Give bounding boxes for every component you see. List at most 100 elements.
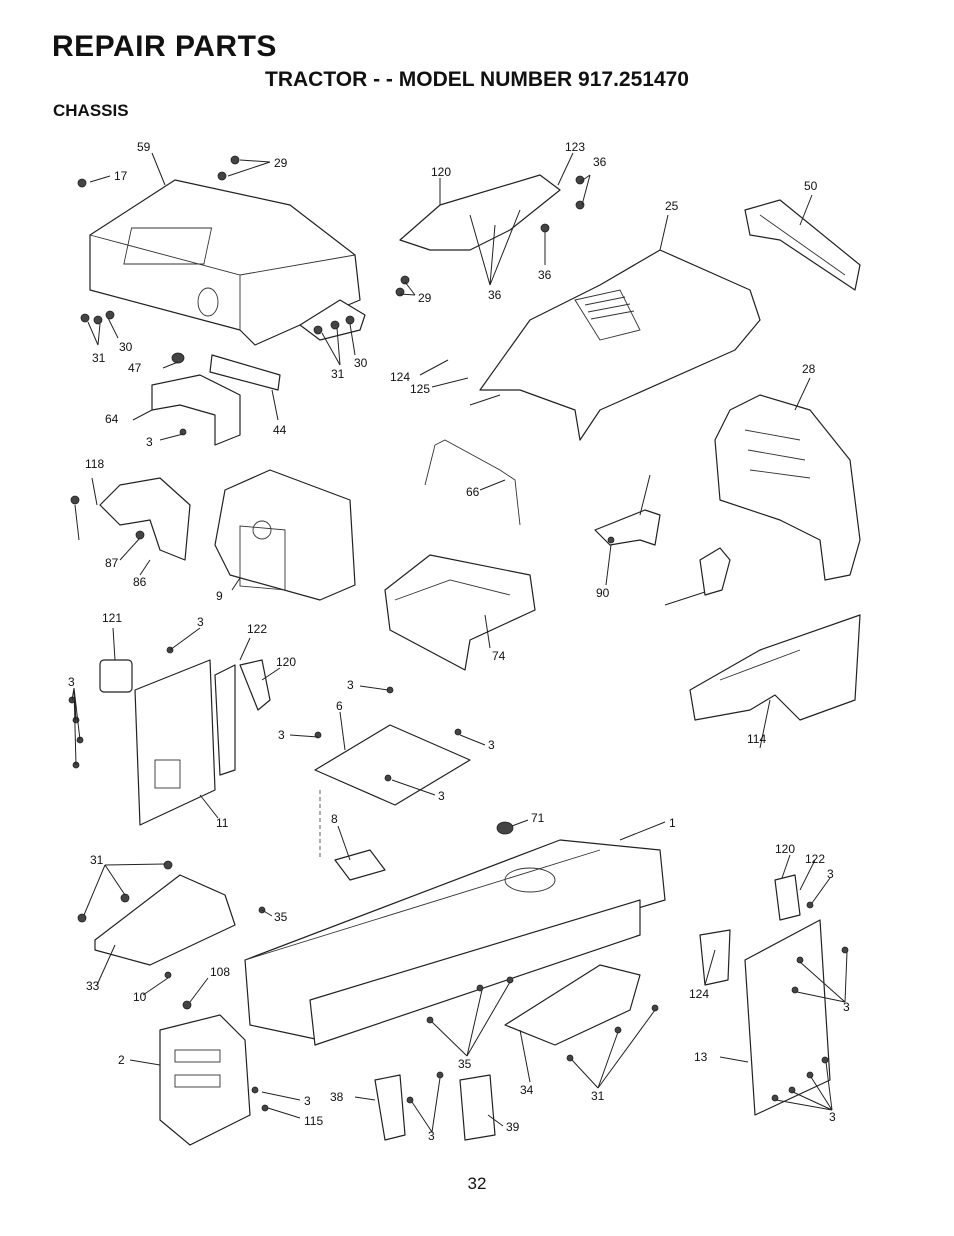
callout-26d: 31 <box>591 1089 605 1103</box>
callout-73: 90 <box>596 586 610 600</box>
callout-3i: 3 <box>843 1000 850 1014</box>
callout-44: 44 <box>273 423 287 437</box>
leader-lines <box>71 152 848 1133</box>
callout-6: 6 <box>336 699 343 713</box>
part-114-bracket-right <box>774 874 801 921</box>
callout-9: 9 <box>216 589 223 603</box>
part-29-bumper <box>744 199 861 291</box>
callout-25a: 30 <box>119 340 133 354</box>
part-2-front-plate <box>159 1014 251 1146</box>
callout-120: 124 <box>390 370 410 384</box>
part-33-footrest <box>94 874 236 966</box>
part-66-heat-shield <box>99 477 191 561</box>
callout-3k: 3 <box>428 1129 435 1143</box>
callout-39: 39 <box>506 1120 520 1134</box>
callout-26c: 31 <box>90 853 104 867</box>
callout-36c: 36 <box>488 288 502 302</box>
part-11-side-plate <box>134 659 236 826</box>
callout-1: 1 <box>669 816 676 830</box>
callout-13: 13 <box>694 1050 708 1064</box>
callout-115: 121 <box>102 611 122 625</box>
callout-labels: 59 17 29 31 30 31 30 29 120 123 36 36 36… <box>68 140 850 1143</box>
hardware-bolts <box>68 155 849 1112</box>
callout-86: 114 <box>747 732 766 746</box>
callout-50: 66 <box>466 485 480 499</box>
callout-66: 86 <box>133 575 147 589</box>
callout-35b: 35 <box>458 1057 472 1071</box>
part-8-bracket <box>334 849 386 881</box>
model-subtitle: TRACTOR - - MODEL NUMBER 917.251470 <box>265 68 689 91</box>
part-9-fuel-tank <box>214 469 356 601</box>
callout-117a: 122 <box>247 622 267 636</box>
part-86-fender <box>689 614 861 721</box>
callout-17: 25 <box>665 199 679 213</box>
part-6-plate <box>314 724 471 860</box>
part-31-bracket <box>151 352 281 446</box>
callout-117b: 122 <box>805 852 825 866</box>
part-87-grille <box>399 174 561 251</box>
part-28-side-panel <box>714 394 861 581</box>
part-64-mounting-plate <box>384 554 536 671</box>
callout-3d: 3 <box>347 678 354 692</box>
callout-25b: 30 <box>354 356 368 370</box>
callout-26b: 31 <box>331 367 345 381</box>
callout-87: 120 <box>431 165 451 179</box>
part-115-pad <box>99 659 133 693</box>
callout-36a: 36 <box>593 155 607 169</box>
part-114-bracket <box>239 659 271 711</box>
part-39-bracket <box>459 1074 496 1141</box>
callout-74: 108 <box>210 965 230 979</box>
callout-28: 28 <box>802 362 816 376</box>
callout-24b: 29 <box>418 291 432 305</box>
callout-3e: 3 <box>278 728 285 742</box>
part-17-hood <box>479 249 761 441</box>
callout-119: 123 <box>565 140 585 154</box>
callout-3h: 3 <box>827 867 834 881</box>
part-124-clip <box>699 547 731 596</box>
callout-35a: 35 <box>274 910 288 924</box>
callout-26a: 31 <box>92 351 106 365</box>
callout-3g: 3 <box>438 789 445 803</box>
part-38-bracket <box>374 1074 406 1141</box>
section-heading: CHASSIS <box>53 101 129 120</box>
callout-3a: 3 <box>146 435 153 449</box>
page-title: REPAIR PARTS <box>52 30 277 63</box>
callout-10: 10 <box>133 990 147 1004</box>
part-1-frame <box>244 839 666 1046</box>
callout-3l: 3 <box>829 1110 836 1124</box>
callout-3c: 3 <box>68 675 75 689</box>
callout-90: 118 <box>85 457 104 471</box>
callout-36b: 36 <box>538 268 552 282</box>
callout-8: 8 <box>331 812 338 826</box>
callout-114a: 120 <box>276 655 296 669</box>
callout-59: 71 <box>531 811 545 825</box>
callout-38: 38 <box>330 1090 344 1104</box>
callout-2: 2 <box>118 1053 125 1067</box>
callout-114b: 120 <box>775 842 795 856</box>
callout-29: 50 <box>804 179 818 193</box>
callout-31: 64 <box>105 412 119 426</box>
callout-108: 115 <box>304 1114 323 1128</box>
callout-11: 11 <box>216 816 229 830</box>
callout-34: 34 <box>520 1083 534 1097</box>
callout-3b: 3 <box>197 615 204 629</box>
callout-47: 47 <box>128 361 142 375</box>
part-34-pan <box>504 964 641 1046</box>
callout-3f: 3 <box>488 738 495 752</box>
callout-3j: 3 <box>304 1094 311 1108</box>
part-50-wire <box>424 439 521 526</box>
callout-14: 17 <box>114 169 128 183</box>
part-118-bracket <box>699 929 731 986</box>
callout-118: 124 <box>689 987 709 1001</box>
callout-64: 74 <box>492 649 506 663</box>
callout-24a: 29 <box>274 156 288 170</box>
callout-121: 125 <box>410 382 430 396</box>
part-13-side-plate <box>744 919 831 1116</box>
callout-30: 59 <box>137 140 151 154</box>
part-59-nut <box>496 821 514 835</box>
callout-33: 33 <box>86 979 100 993</box>
part-30-dash-panel <box>89 179 366 346</box>
callout-71: 87 <box>105 556 119 570</box>
page-number: 32 <box>467 1174 487 1193</box>
